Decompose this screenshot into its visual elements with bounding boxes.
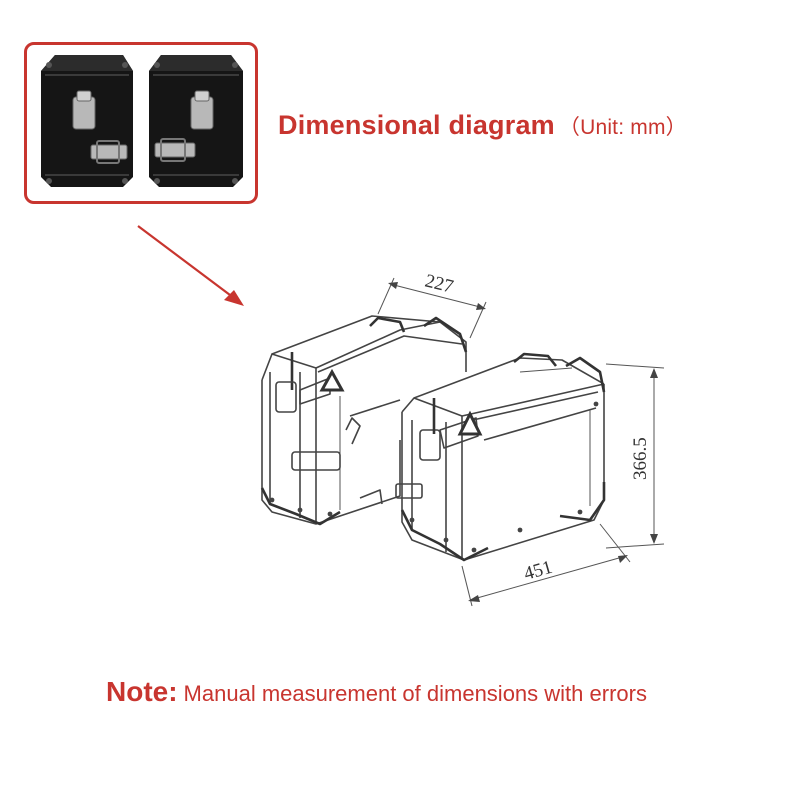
dimension-width: 451 — [461, 523, 631, 607]
note-label: Note: — [106, 676, 178, 707]
product-photo-frame — [24, 42, 258, 204]
diagram-title-main: Dimensional diagram — [278, 110, 555, 140]
diagram-title-unit: （Unit: mm） — [558, 116, 687, 139]
dimension-width-label: 451 — [522, 557, 555, 585]
dimension-depth: 227 — [377, 270, 487, 339]
note-text: Manual measurement of dimensions with er… — [183, 681, 647, 706]
line-drawing-right-case — [395, 352, 606, 562]
product-photo — [41, 55, 243, 187]
photo-left-case — [41, 55, 133, 187]
photo-right-case — [149, 55, 243, 187]
line-drawing-left-case — [260, 315, 468, 526]
dimension-height-label: 366.5 — [630, 437, 651, 480]
diagram-title: Dimensional diagram（Unit: mm） — [278, 110, 687, 141]
measurement-note: Note:Manual measurement of dimensions wi… — [106, 676, 647, 708]
dimension-height: 366.5 — [605, 363, 665, 549]
